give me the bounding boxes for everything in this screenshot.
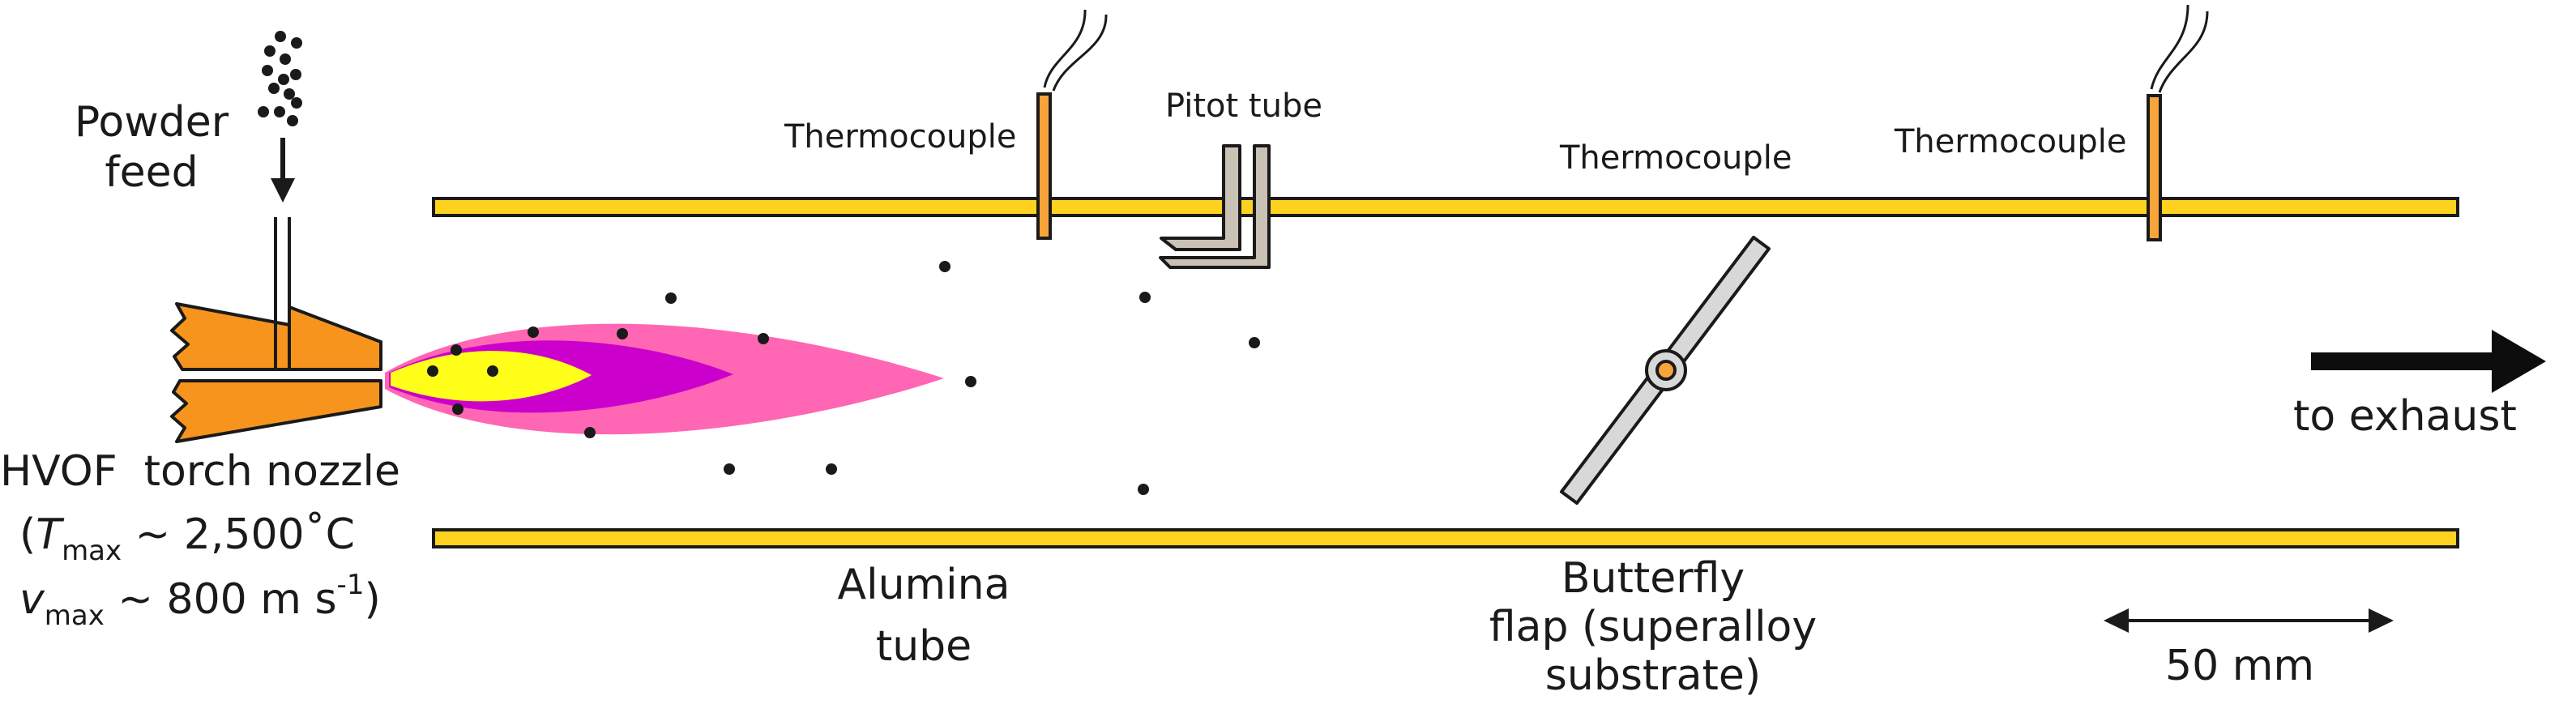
double-headed-arrow-icon — [2104, 608, 2394, 633]
scale-bar-label: 50 mm — [2165, 642, 2315, 690]
nozzle-lower — [170, 379, 382, 443]
powder-particles — [258, 31, 302, 126]
flame — [385, 323, 944, 435]
butterfly-flap — [1560, 236, 1771, 505]
pitot-tube — [1159, 144, 1271, 269]
tmax-label: (Tmax ~ 2,500˚C — [19, 510, 355, 567]
tube-bottom-wall — [432, 528, 2459, 548]
spray-particles — [427, 261, 1260, 495]
powder-feed-label: Powder feed — [74, 98, 229, 197]
thermocouple-2-label: Thermocouple — [1560, 139, 1792, 177]
thermocouple-1-label: Thermocouple — [784, 118, 1017, 156]
butterfly-flap-label: Butterfly flap (superalloy substrate) — [1489, 554, 1818, 700]
tube-top-wall — [432, 197, 2459, 217]
vmax-label: vmax ~ 800 m s-1) — [19, 569, 381, 632]
down-arrow-icon — [271, 138, 295, 203]
alumina-tube-label: Alumina tube — [837, 561, 1010, 671]
hvof-torch-nozzle-label: HVOF torch nozzle — [0, 447, 400, 496]
right-arrow-icon — [2311, 330, 2546, 393]
thermocouple-3 — [2147, 4, 2209, 241]
pitot-tube-label: Pitot tube — [1165, 87, 1322, 125]
to-exhaust-label: to exhaust — [2293, 392, 2517, 441]
thermocouple-3-label: Thermocouple — [1895, 123, 2127, 160]
thermocouple-1 — [1036, 9, 1108, 240]
